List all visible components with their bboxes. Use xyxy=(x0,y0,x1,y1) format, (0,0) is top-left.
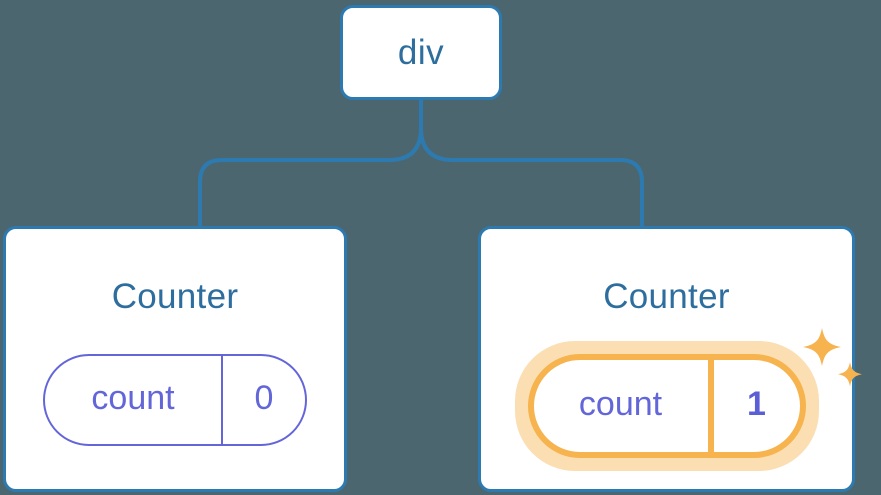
component-title: Counter xyxy=(111,277,239,316)
state-value-label: 0 xyxy=(221,356,305,444)
state-pill-body: count 1 xyxy=(527,354,806,458)
sparkle-icon-large xyxy=(802,328,841,366)
state-value-label: 1 xyxy=(707,360,800,452)
root-node-div[interactable]: div xyxy=(340,5,502,100)
state-key-label: count xyxy=(91,379,175,417)
sparkle-icon-small xyxy=(837,362,862,387)
state-pill-body: count 0 xyxy=(43,354,307,446)
state-pill-count-highlighted[interactable]: count 1 xyxy=(514,328,862,471)
component-title: Counter xyxy=(603,277,730,316)
state-pill-count[interactable]: count 0 xyxy=(43,354,307,446)
root-node-label: div xyxy=(397,33,445,72)
component-card-counter-1[interactable]: Counter count 0 xyxy=(3,226,347,492)
state-key-label: count xyxy=(578,385,663,423)
component-card-counter-2[interactable]: Counter count 1 xyxy=(478,226,862,492)
